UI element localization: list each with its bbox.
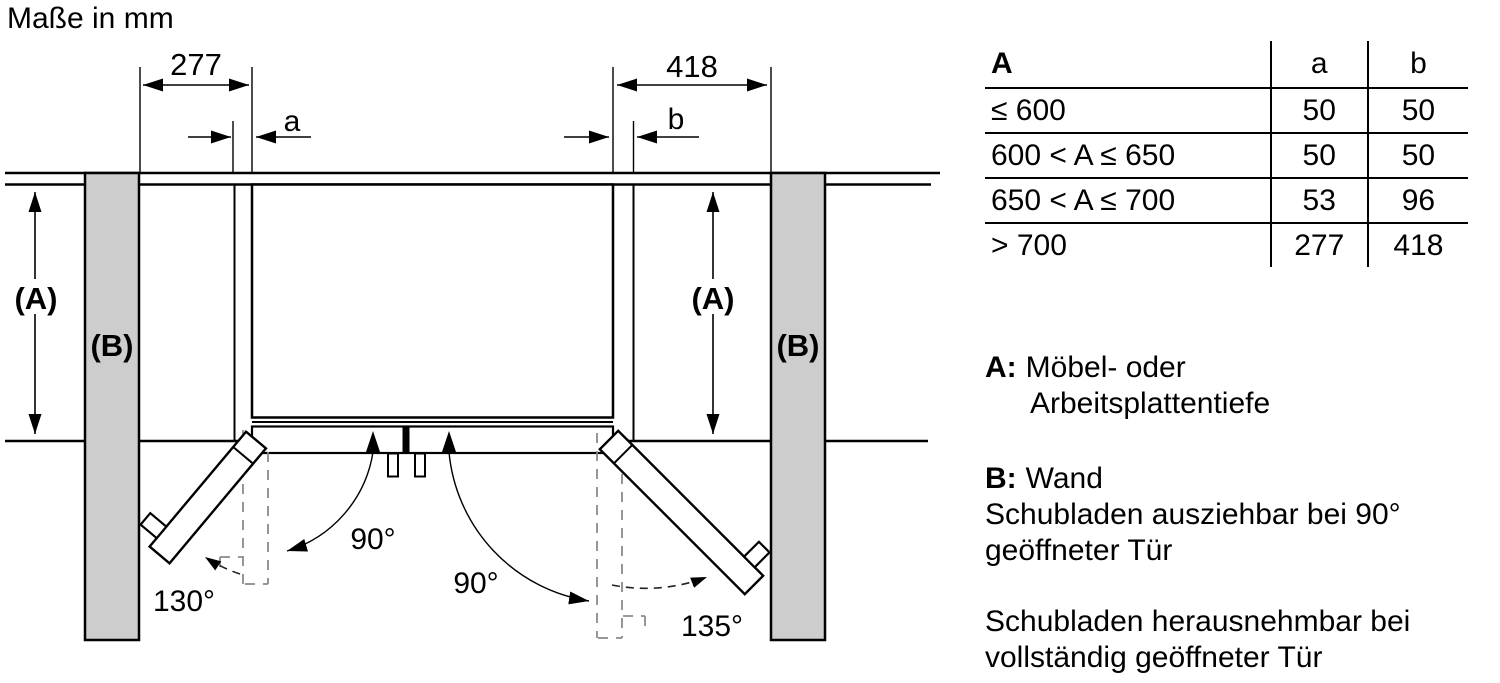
top-view-installation-drawing: Maße in mm 277 418 a b (A) (A) (B) (B) 9… [5,2,940,643]
right-90-arc-up-arrowhead [442,431,456,452]
row-b-value: 50 [1366,134,1468,177]
left-hinge-pin [387,452,399,478]
legend-drawers-removal-line2: vollständig geöffneter Tür [985,641,1323,674]
legend-key-A: A: [985,351,1017,384]
left-90-swing-arc [286,451,374,552]
legend-key-B: B: [985,462,1017,495]
legend-depth-line1: A:Möbel- oder [985,350,1270,386]
dim-418-label: 418 [666,49,718,84]
dim-277-label: 277 [170,47,222,82]
right-90-swing-arc [448,451,590,605]
left-wall [83,171,141,642]
table-header-row: A a b [985,41,1468,89]
right-open-angle-label: 135° [681,610,743,643]
wall-label-left: (B) [90,328,133,363]
table-header-b: b [1366,41,1468,87]
row-a-value: 50 [1269,134,1367,177]
table-row: ≤ 600 50 50 [985,89,1468,134]
legend-drawers-90-line1: Schubladen ausziehbar bei 90° [985,498,1401,531]
left-130-swing-arc [204,556,241,575]
right-door-handle [742,540,772,569]
left-90-arc-up-arrowhead [366,431,380,452]
table-row: 600 < A ≤ 650 50 50 [985,134,1468,179]
depth-label-bg-left [11,279,61,314]
legend-wall-line1: B:Wand [985,461,1401,497]
left-door-90-position [219,430,269,585]
right-door-open [598,429,772,596]
legend-drawers-removal: Schubladen herausnehmbar bei vollständig… [985,604,1410,676]
row-b-value: 96 [1366,179,1468,222]
door-90deg-dashed-positions [219,430,646,639]
row-condition: ≤ 600 [991,93,1066,127]
left-door-handle [139,511,168,540]
right-door-hinge-cap [613,444,634,465]
right-door-panel [598,429,765,596]
door-gap-divider [402,426,410,454]
right-wall [769,171,827,642]
table-row: > 700 277 418 [985,224,1468,267]
dim-a-label: a [284,105,301,138]
drawing-title: Maße in mm [7,2,174,35]
legend-depth-text2: Arbeitsplattentiefe [1030,387,1271,420]
legend-wall: B:Wand Schubladen ausziehbar bei 90° geö… [985,461,1401,569]
right-135-swing-arc [611,576,708,590]
left-door-hinge-cap [232,446,254,465]
row-a-value: 277 [1269,224,1367,267]
row-condition: 600 < A ≤ 650 [991,138,1176,172]
right-door-90-position [596,433,646,639]
table-row: 650 < A ≤ 700 53 96 [985,179,1468,224]
door-front-strip [250,425,615,455]
row-condition: > 700 [991,228,1067,262]
row-a-value: 50 [1269,89,1367,132]
left-door-panel [147,429,268,565]
row-condition: 650 < A ≤ 700 [991,183,1176,217]
clearance-table: A a b ≤ 600 50 50 600 < A ≤ 650 50 50 65… [985,41,1468,267]
legend-drawers-removal-line1: Schubladen herausnehmbar bei [985,605,1411,638]
row-a-value: 53 [1269,179,1367,222]
right-90-angle-label: 90° [453,567,498,600]
left-open-angle-label: 130° [153,585,215,618]
depth-label-left: (A) [14,281,57,316]
legend-depth: A:Möbel- oder Arbeitsplattentiefe [985,350,1270,422]
depth-label-bg-right [688,279,738,314]
row-b-value: 50 [1366,89,1468,132]
left-door-open [139,429,268,565]
table-header-condition: A [991,47,1013,80]
legend-depth-text1: Möbel- oder [1025,351,1186,384]
extension-lines [139,67,772,172]
legend-wall-text: Wand [1025,462,1103,495]
wall-label-right: (B) [776,328,819,363]
dim-b-label: b [668,103,685,136]
depth-label-right: (A) [691,281,734,316]
left-90-angle-label: 90° [350,523,395,556]
table-header-a: a [1269,41,1367,87]
legend-drawers-90-line2: geöffneter Tür [985,534,1173,567]
appliance-body [250,183,615,419]
right-hinge-pin [414,452,426,478]
dimension-arrows [143,78,767,144]
row-b-value: 418 [1366,224,1468,267]
